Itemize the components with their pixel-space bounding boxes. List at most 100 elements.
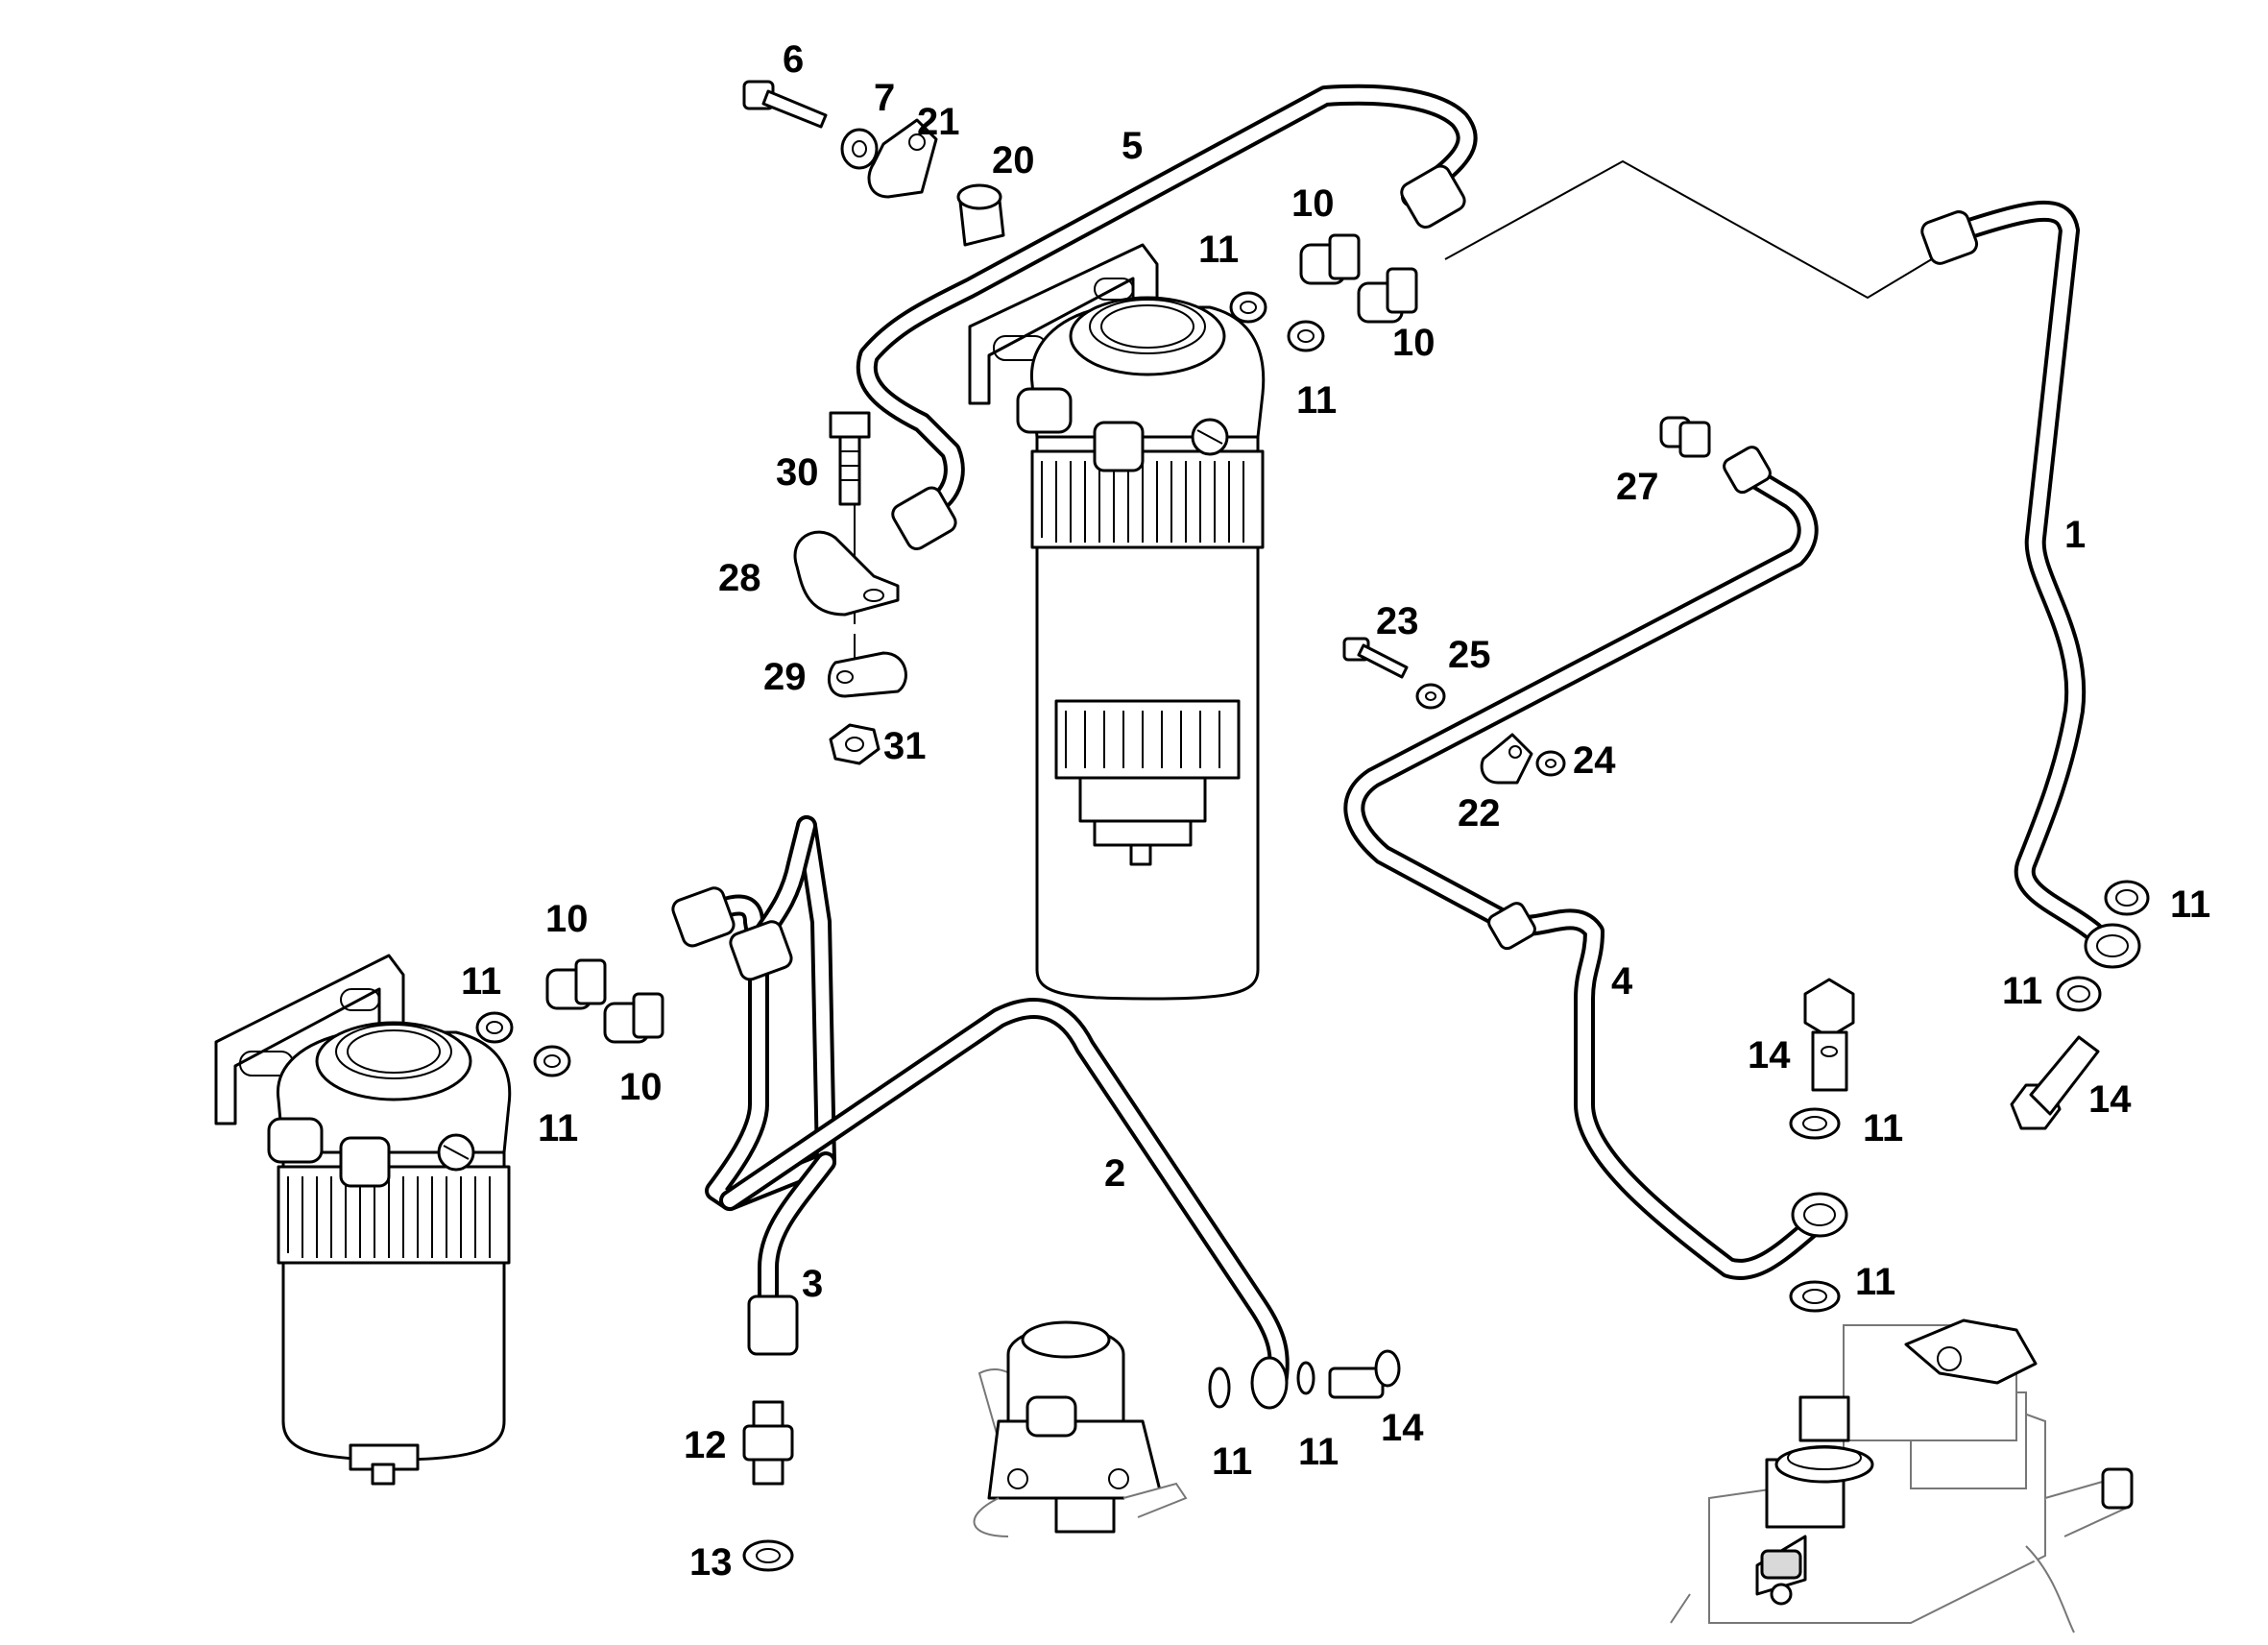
fuel-pipe-4 — [1343, 460, 1825, 1280]
bolt-23 — [1342, 637, 1409, 679]
callout-label: 11 — [1296, 379, 1337, 422]
spacer-bush-20 — [956, 183, 1005, 247]
washer-13 — [742, 1539, 794, 1572]
injection-pump-assembly — [1670, 1318, 2134, 1633]
banjo-eye — [1791, 1192, 1848, 1238]
sealing-washer-11 — [1229, 291, 1267, 324]
callout-label: 20 — [992, 139, 1035, 181]
callout-label: 31 — [883, 725, 927, 767]
banjo-bolt-14 — [2010, 1035, 2100, 1130]
sealing-washer-11 — [2056, 976, 2102, 1012]
callout-label: 4 — [1611, 960, 1633, 1003]
callout-label: 14 — [2088, 1078, 2132, 1121]
pipe-clip-29 — [827, 651, 907, 698]
filter-cap-lower — [315, 1021, 472, 1101]
filter-lower-ring — [1054, 699, 1241, 780]
pipe-nut — [729, 920, 793, 981]
banjo-eye — [1250, 1356, 1289, 1410]
callout-label: 28 — [718, 557, 761, 599]
pipe-nut — [891, 486, 957, 550]
pipe-nut — [1487, 902, 1536, 951]
adapter-fitting-10 — [545, 958, 607, 1010]
port-lower-left — [267, 1117, 324, 1164]
callout-label: 5 — [1122, 125, 1143, 167]
callout-label: 1 — [2064, 514, 2086, 556]
drain-plug — [1129, 843, 1152, 866]
adapter-fitting-10 — [603, 992, 664, 1044]
callout-label: 25 — [1448, 634, 1491, 676]
pipe-nut — [1920, 210, 1979, 265]
sealing-washer-11 — [1287, 320, 1325, 352]
filter-cap-upper — [1069, 296, 1226, 376]
pipe-clip-21 — [867, 118, 938, 199]
bolt-6 — [742, 80, 828, 129]
banjo-bolt-14 — [1328, 1349, 1401, 1399]
bolt-30 — [829, 411, 871, 506]
callout-label: 23 — [1376, 600, 1419, 642]
callout-label: 30 — [776, 451, 819, 494]
connection-leader-line — [1444, 159, 1941, 300]
callout-label: 11 — [2170, 883, 2210, 926]
callout-label: 2 — [1104, 1152, 1125, 1195]
callout-label: 10 — [545, 898, 589, 940]
adapter-fitting-10 — [1299, 233, 1361, 285]
callout-label: 11 — [1198, 229, 1239, 271]
sealing-washer-11 — [1208, 1367, 1231, 1409]
callout-label: 11 — [1863, 1107, 1903, 1149]
fuel-pipe-2 — [719, 998, 1290, 1393]
callout-label: 7 — [874, 77, 895, 119]
washer-25 — [1415, 683, 1446, 710]
sealing-washer-11 — [1789, 1280, 1841, 1313]
bracket-slot — [1094, 278, 1134, 301]
port-upper-left — [1016, 387, 1073, 434]
callout-label: 11 — [1212, 1440, 1252, 1483]
callout-label: 14 — [1381, 1407, 1424, 1449]
callout-label: 27 — [1616, 466, 1659, 508]
callout-label: 11 — [1855, 1261, 1895, 1303]
callout-label: 10 — [1392, 322, 1436, 364]
callout-label: 11 — [538, 1107, 578, 1149]
callout-label: 6 — [783, 38, 804, 81]
callout-label: 22 — [1458, 792, 1501, 835]
pipe-clip-28 — [793, 530, 900, 617]
callout-label: 11 — [2002, 970, 2042, 1012]
pipe-nut — [1723, 446, 1772, 495]
port-upper-front — [1093, 421, 1145, 472]
fuel-lift-pump — [973, 1320, 1188, 1537]
nut-31 — [829, 723, 881, 765]
pipe-clip-22 — [1480, 733, 1533, 785]
drain-housing — [1078, 776, 1207, 823]
fuel-filter-lower — [214, 954, 512, 1486]
callout-label: 10 — [1291, 182, 1335, 225]
sealing-washer-11 — [533, 1045, 571, 1077]
callout-label: 24 — [1573, 739, 1616, 782]
fuel-pipe-1 — [1939, 200, 2104, 942]
callout-label: 21 — [917, 101, 960, 143]
banjo-bolt-14 — [1803, 978, 1855, 1092]
callout-label: 11 — [1298, 1431, 1339, 1473]
sealing-washer-11 — [475, 1011, 514, 1044]
drain-plug — [371, 1463, 396, 1486]
adapter-fitting-27 — [1659, 416, 1711, 458]
sealing-washer-11 — [2104, 880, 2150, 916]
callout-label: 3 — [802, 1263, 823, 1305]
callout-label: 14 — [1748, 1034, 1791, 1077]
pipe-nut — [747, 1294, 799, 1356]
callout-label: 29 — [763, 656, 807, 698]
fuel-pipe-5 — [856, 84, 1478, 520]
sealing-washer-11 — [1789, 1107, 1841, 1140]
callout-label: 10 — [619, 1066, 663, 1108]
callout-label: 13 — [689, 1541, 733, 1584]
pipe-nut — [1400, 164, 1466, 229]
sealing-washer-11 — [1296, 1361, 1315, 1395]
callout-label: 12 — [684, 1424, 727, 1466]
fuel-filter-upper — [968, 243, 1266, 1001]
port-lower-front — [339, 1136, 391, 1188]
pipe-nut — [671, 886, 736, 948]
fuel-pipe-3 — [695, 815, 836, 1211]
washer-24 — [1535, 750, 1566, 777]
banjo-eye — [2084, 923, 2141, 969]
adapter-fitting-10 — [1357, 267, 1418, 324]
callout-label: 11 — [461, 960, 501, 1003]
